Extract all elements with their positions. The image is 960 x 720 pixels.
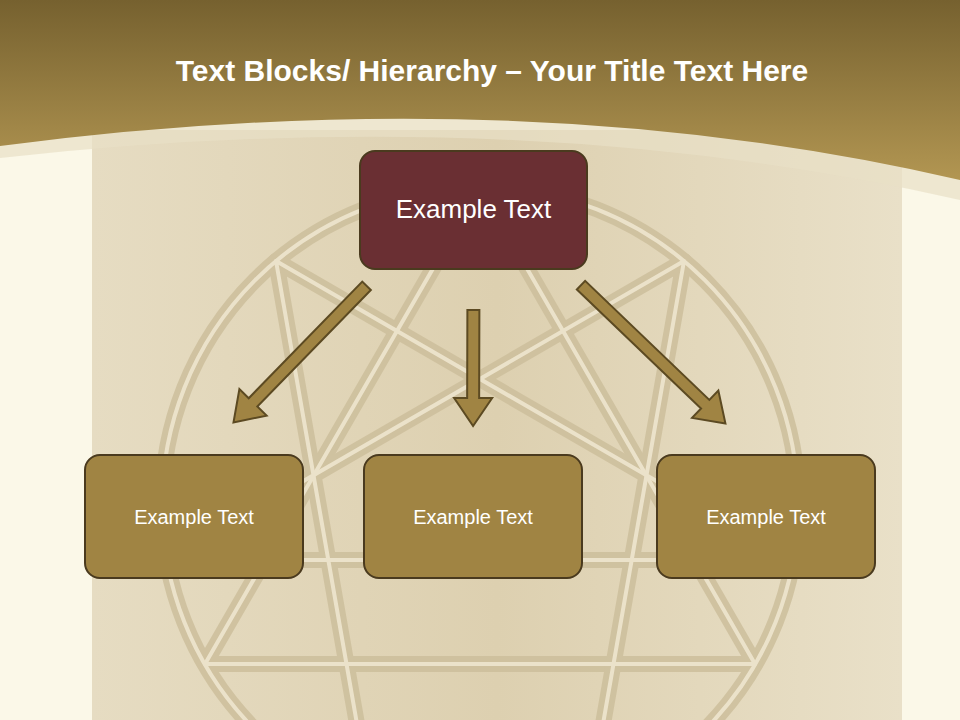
arrow-connector [454, 310, 492, 426]
box-label: Example Text [134, 505, 254, 529]
slide-title: Text Blocks/ Hierarchy – Your Title Text… [12, 54, 960, 88]
child-box: Example Text [84, 454, 304, 579]
child-box: Example Text [363, 454, 583, 579]
arrow-shape [233, 282, 370, 423]
box-label: Example Text [413, 505, 533, 529]
box-label: Example Text [706, 505, 826, 529]
child-box: Example Text [656, 454, 876, 579]
arrow-connector [233, 282, 370, 423]
arrow-connector [577, 281, 726, 424]
arrow-shape [454, 310, 492, 426]
top-box: Example Text [359, 150, 588, 270]
box-label: Example Text [396, 194, 552, 225]
arrow-shape [577, 281, 726, 424]
